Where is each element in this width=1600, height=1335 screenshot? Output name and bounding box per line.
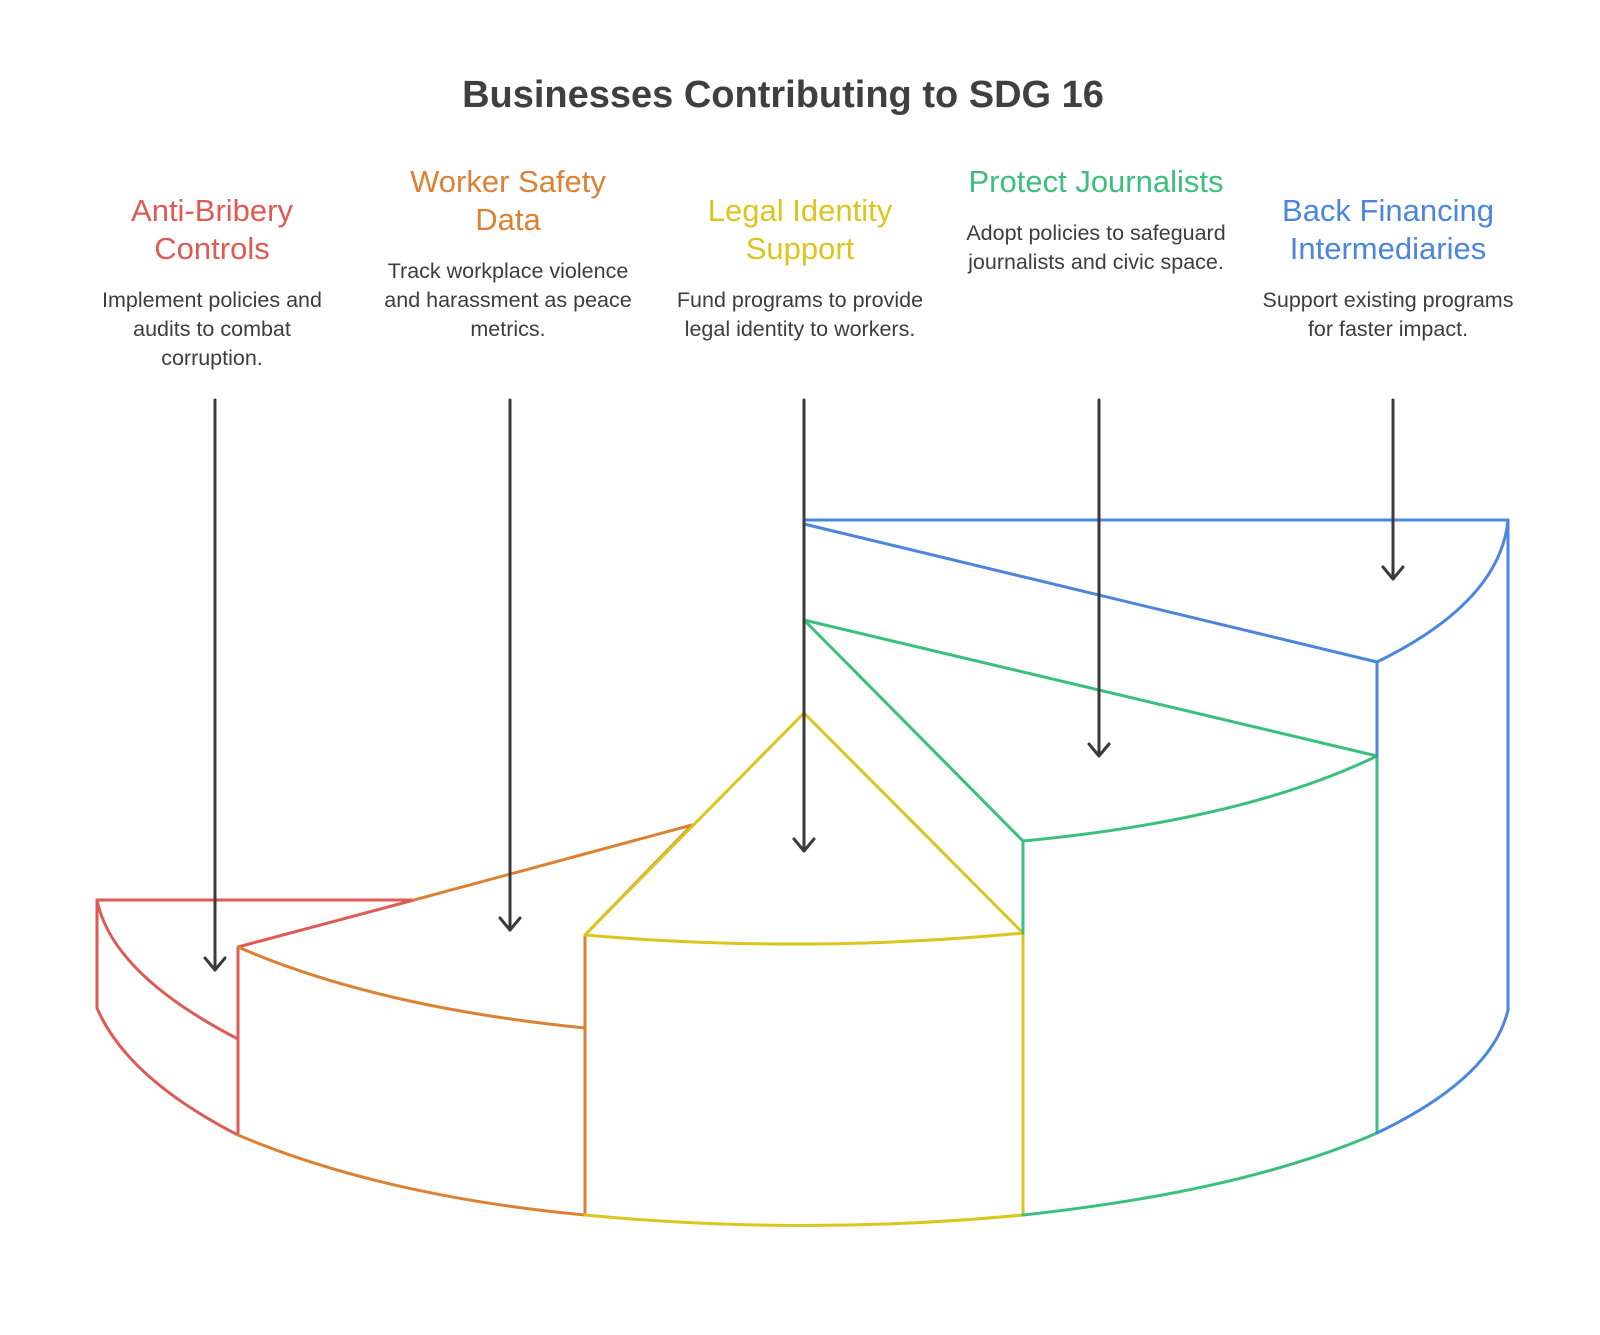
card-anti-bribery: Anti-Bribery Controls Implement policies… xyxy=(82,192,342,373)
card-heading: Worker Safety Data xyxy=(410,164,606,237)
arrow-anti-bribery xyxy=(203,398,227,972)
card-description: Support existing programs for faster imp… xyxy=(1262,288,1514,341)
card-worker-safety: Worker Safety Data Track workplace viole… xyxy=(378,163,638,344)
segment-financing-intermediaries xyxy=(802,518,1510,1135)
card-legal-identity: Legal Identity Support Fund programs to … xyxy=(670,192,930,344)
card-heading: Back Financing Intermediaries xyxy=(1282,193,1494,266)
card-protect-journalists: Protect Journalists Adopt policies to sa… xyxy=(966,163,1226,277)
card-heading: Anti-Bribery Controls xyxy=(131,193,293,266)
segment-protect-journalists xyxy=(802,618,1379,1217)
card-description: Track workplace violence and harassment … xyxy=(384,259,632,341)
card-heading: Protect Journalists xyxy=(968,164,1224,199)
diagram-title: Businesses Contributing to SDG 16 xyxy=(462,74,1104,116)
arrow-protect-journalists xyxy=(1087,398,1111,758)
card-description: Implement policies and audits to combat … xyxy=(102,288,322,370)
card-description: Fund programs to provide legal identity … xyxy=(676,288,924,341)
segment-anti-bribery xyxy=(95,898,416,1137)
arrow-legal-identity xyxy=(792,398,816,853)
arrow-financing-intermediaries xyxy=(1381,398,1405,581)
card-heading: Legal Identity Support xyxy=(707,193,893,266)
card-financing-intermediaries: Back Financing Intermediaries Support ex… xyxy=(1258,192,1518,344)
arrow-worker-safety xyxy=(498,398,522,932)
card-description: Adopt policies to safeguard journalists … xyxy=(966,221,1226,274)
segment-worker-safety xyxy=(236,823,694,1217)
